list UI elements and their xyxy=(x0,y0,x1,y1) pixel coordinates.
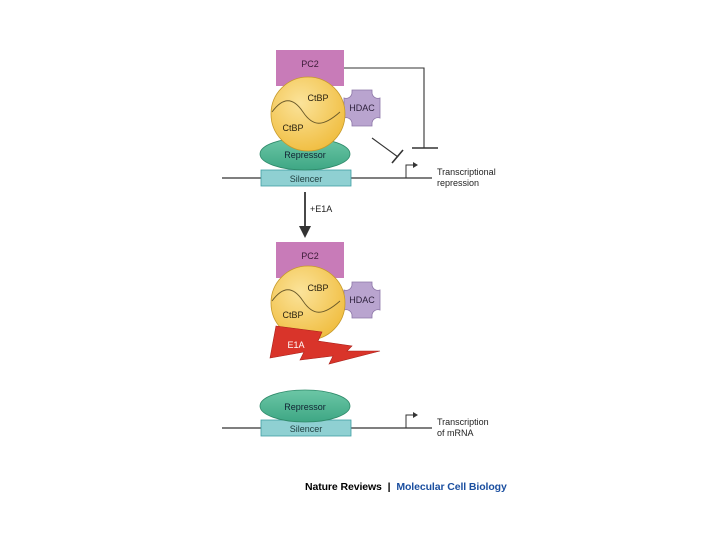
transcription-start-arrow-top xyxy=(405,162,418,178)
credit-section: Molecular Cell Biology xyxy=(396,481,507,493)
silencer-bottom: Silencer xyxy=(260,419,352,437)
e1a-transition: +E1A xyxy=(299,192,332,238)
pc2-inhibition-line xyxy=(344,67,425,148)
credit-journal: Nature Reviews xyxy=(305,481,382,493)
hdac-top-label: HDAC xyxy=(349,103,375,113)
ctbp-dimer-bottom: CtBP CtBP xyxy=(270,265,346,341)
silencer-bottom-label: Silencer xyxy=(290,424,323,434)
journal-credit: Nature Reviews | Molecular Cell Biology xyxy=(305,481,507,493)
hdac-inhibition-line xyxy=(371,137,399,158)
outcome-bottom-line1: Transcription xyxy=(437,417,489,427)
ctbp-dimer-top: CtBP CtBP xyxy=(270,76,346,152)
top-panel: Silencer Repressor PC2 HDAC CtBP CtBP xyxy=(222,50,496,188)
repressor-bottom: Repressor xyxy=(259,389,351,423)
e1a-label: E1A xyxy=(287,340,304,350)
transition-arrow-head xyxy=(299,226,311,238)
outcome-top-line1: Transcriptional xyxy=(437,167,496,177)
transcription-start-arrow-bottom xyxy=(405,412,418,428)
ctbp-top-lower-label: CtBP xyxy=(282,123,303,133)
repressor-top-label: Repressor xyxy=(284,150,326,160)
ctbp-top-upper-label: CtBP xyxy=(307,93,328,103)
hdac-inhibition-bar xyxy=(391,149,404,164)
pc2-top-label: PC2 xyxy=(301,59,319,69)
hdac-top: HDAC xyxy=(343,89,381,127)
silencer-top: Silencer xyxy=(260,169,352,187)
repressor-bottom-label: Repressor xyxy=(284,402,326,412)
hdac-bottom: HDAC xyxy=(343,281,381,319)
outcome-top-line2: repression xyxy=(437,178,479,188)
hdac-bottom-label: HDAC xyxy=(349,295,375,305)
ctbp-bottom-upper-label: CtBP xyxy=(307,283,328,293)
pc2-bottom-label: PC2 xyxy=(301,251,319,261)
outcome-bottom-line2: of mRNA xyxy=(437,428,474,438)
ctbp-bottom-lower-label: CtBP xyxy=(282,310,303,320)
e1a-protein: E1A xyxy=(269,325,381,365)
silencer-top-label: Silencer xyxy=(290,174,323,184)
bottom-panel: PC2 HDAC CtBP CtBP E1A Silencer xyxy=(222,242,489,438)
transition-label: +E1A xyxy=(310,204,332,214)
credit-separator: | xyxy=(387,481,391,493)
